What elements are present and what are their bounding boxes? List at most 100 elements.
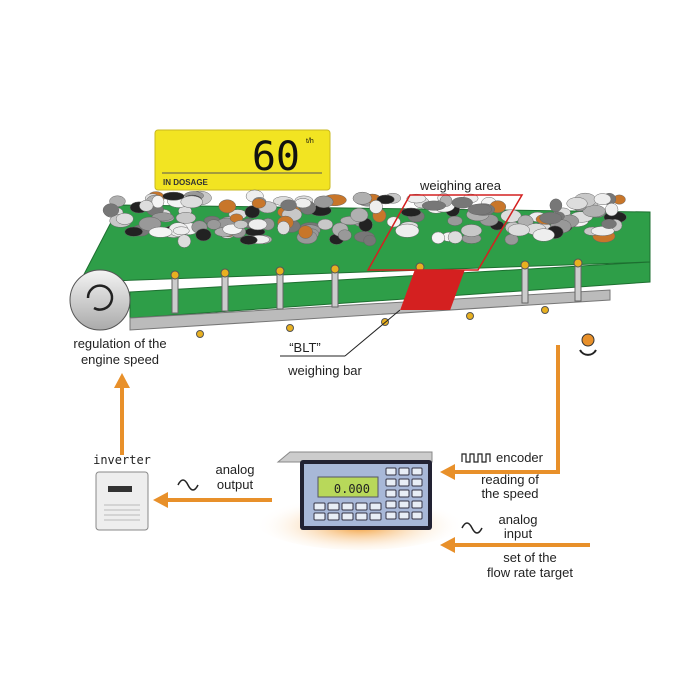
material-stone — [314, 195, 334, 208]
beam-bolt — [541, 306, 549, 314]
material-stone — [280, 199, 297, 212]
material-stone — [376, 194, 395, 205]
material-stone — [601, 218, 617, 229]
material-stone — [180, 195, 203, 209]
weighing-area-outline — [366, 194, 524, 271]
controller-key[interactable] — [327, 502, 340, 511]
material-stone — [605, 202, 619, 217]
beam-bolt — [286, 324, 294, 332]
weighing-bar-label: weighing bar — [287, 363, 362, 378]
controller-reading: 0.000 — [334, 482, 370, 496]
controller-key[interactable] — [411, 489, 423, 498]
material-stone — [298, 225, 313, 239]
analog-output-label-1: analog — [215, 462, 254, 477]
support-post — [521, 264, 529, 304]
sine-input-icon — [461, 522, 483, 534]
controller-key[interactable] — [398, 467, 410, 476]
material-stone — [115, 212, 134, 225]
material-stone — [467, 203, 492, 216]
material-stone — [251, 198, 266, 209]
controller-key[interactable] — [341, 502, 354, 511]
blt-weighing-bar — [400, 270, 465, 310]
idler-bolt — [520, 260, 530, 270]
regulation-label-1: regulation of the — [73, 336, 166, 351]
analog-input-label-1: analog — [498, 512, 537, 527]
material-stone — [124, 226, 143, 237]
drive-roller — [69, 269, 131, 331]
material-stone — [532, 228, 555, 242]
controller-key[interactable] — [398, 500, 410, 509]
controller-key[interactable] — [369, 502, 382, 511]
support-post — [574, 262, 582, 302]
material-stone — [549, 198, 563, 213]
controller-key[interactable] — [385, 478, 397, 487]
idler-bolt — [275, 266, 285, 276]
idler-bolt — [573, 258, 583, 268]
material-stone — [206, 219, 221, 230]
support-post — [171, 274, 179, 314]
material-stone — [218, 199, 237, 214]
material-stone — [233, 220, 249, 229]
support-post — [276, 270, 284, 310]
material-stone — [239, 235, 258, 245]
controller-key[interactable] — [341, 512, 354, 521]
beam-bolt — [466, 312, 474, 320]
material-stone — [566, 197, 588, 210]
material-stone — [539, 212, 562, 225]
material-stone — [317, 218, 334, 231]
signal-arrows — [114, 345, 590, 553]
material-stone — [148, 226, 173, 238]
rotation-arrow-icon — [86, 284, 114, 311]
controller-key[interactable] — [313, 512, 326, 521]
conveyor-belt — [69, 189, 651, 356]
blt-label: “BLT” — [289, 340, 321, 355]
material-stone — [447, 230, 463, 244]
setpoint-label-2: flow rate target — [487, 565, 573, 580]
weighing-controller: 0.000 — [255, 451, 465, 550]
material-stone — [162, 191, 185, 201]
reading-label-1: reading of — [481, 472, 539, 487]
controller-key[interactable] — [313, 502, 326, 511]
controller-key[interactable] — [355, 512, 368, 521]
pulse-icon — [461, 453, 491, 463]
material-stone — [177, 234, 192, 248]
controller-key[interactable] — [411, 511, 423, 520]
material-stone — [175, 212, 197, 224]
beam-bolt — [196, 330, 204, 338]
support-post — [331, 268, 339, 308]
sine-output-icon — [177, 479, 199, 491]
material-stone — [421, 200, 446, 211]
reading-label-2: the speed — [481, 486, 538, 501]
material-stone — [369, 200, 383, 214]
controller-key[interactable] — [385, 489, 397, 498]
weighing-area-label: weighing area — [419, 178, 502, 193]
material-stone — [294, 198, 312, 209]
material-stone — [451, 196, 473, 209]
controller-key[interactable] — [385, 467, 397, 476]
material-stone — [507, 223, 530, 237]
material-stone — [244, 205, 260, 219]
controller-key[interactable] — [327, 512, 340, 521]
inverter-device — [95, 471, 149, 531]
analog-input-label-2: input — [504, 526, 533, 541]
material-stone — [277, 220, 290, 235]
material-stone — [593, 193, 612, 206]
controller-key[interactable] — [385, 500, 397, 509]
controller-key[interactable] — [398, 511, 410, 520]
flow-rate-display: 60 t/h IN DOSAGE — [154, 129, 331, 191]
encoder-wheel — [581, 333, 595, 347]
controller-key[interactable] — [355, 502, 368, 511]
material-stone — [363, 234, 377, 247]
controller-key[interactable] — [385, 511, 397, 520]
controller-key[interactable] — [369, 512, 382, 521]
material-stone — [102, 203, 120, 217]
controller-key[interactable] — [398, 489, 410, 498]
material-stone — [139, 200, 154, 212]
material-stone — [431, 231, 445, 244]
controller-key[interactable] — [411, 500, 423, 509]
controller-key[interactable] — [411, 478, 423, 487]
controller-key[interactable] — [411, 467, 423, 476]
inverter-label: inverter — [93, 453, 151, 467]
flow-rate-value: 60 — [252, 134, 300, 180]
controller-key[interactable] — [398, 478, 410, 487]
